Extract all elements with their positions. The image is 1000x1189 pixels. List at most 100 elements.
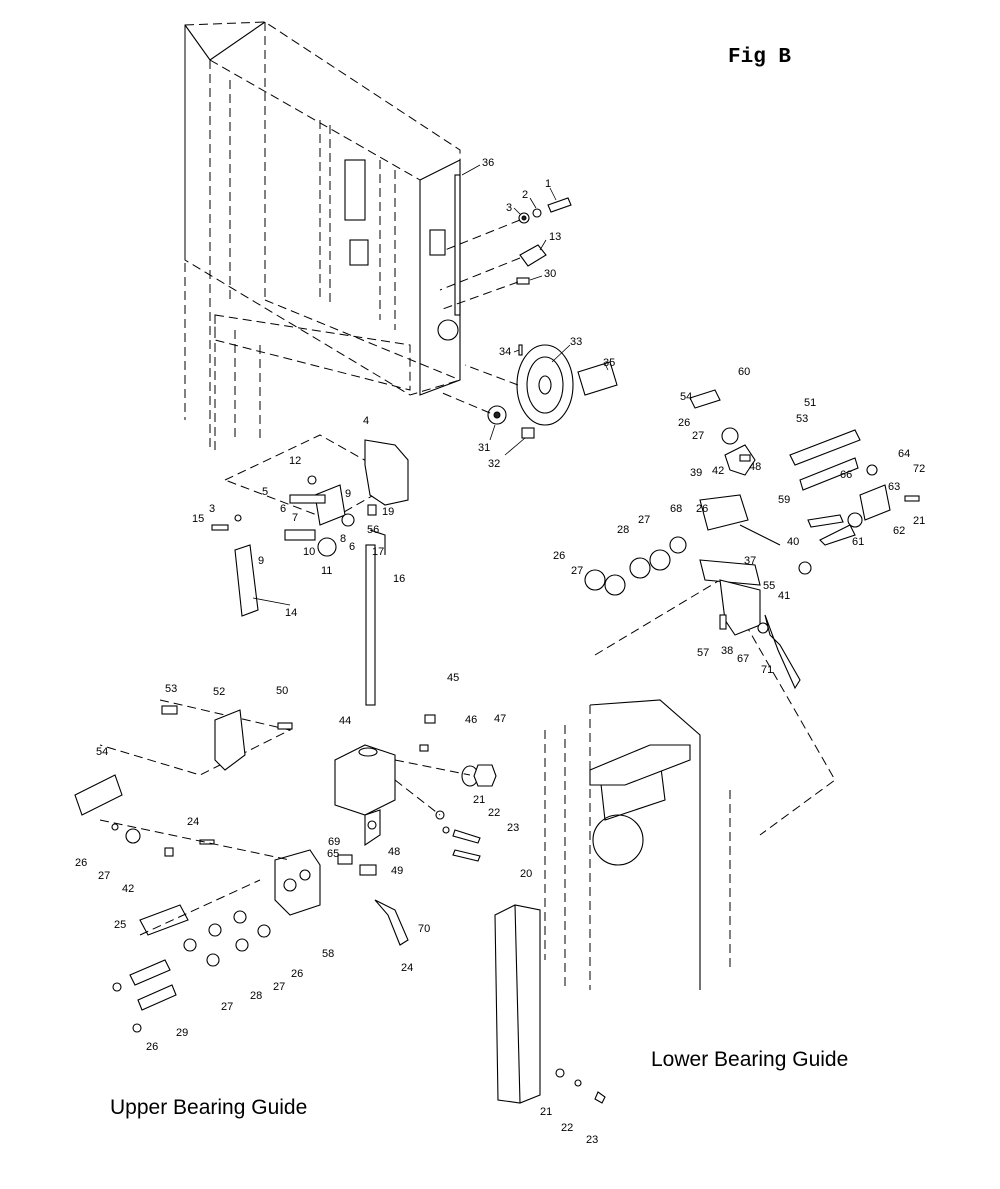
callout-20: 20 <box>520 868 532 880</box>
callout-8: 8 <box>340 533 346 545</box>
lower-bearing-guide <box>544 389 920 990</box>
callout-66: 66 <box>840 469 852 481</box>
callout-72: 72 <box>913 463 925 475</box>
callout-31: 31 <box>478 442 490 454</box>
callout-26a: 26 <box>75 857 87 869</box>
callout-49: 49 <box>391 865 403 877</box>
callout-27a: 27 <box>98 870 110 882</box>
callout-6b: 6 <box>349 541 355 553</box>
callout-40: 40 <box>787 536 799 548</box>
callout-9b: 9 <box>258 555 264 567</box>
caption-lower-bearing-guide: Lower Bearing Guide <box>651 1048 849 1071</box>
leader-36 <box>461 164 481 176</box>
callout-26c: 26 <box>146 1041 158 1053</box>
callout-27b: 27 <box>273 981 285 993</box>
callout-39: 39 <box>690 467 702 479</box>
callout-37: 37 <box>744 555 756 567</box>
callout-48b: 48 <box>749 461 761 473</box>
callout-67: 67 <box>737 653 749 665</box>
callout-21: 21 <box>473 794 485 806</box>
callout-13: 13 <box>549 231 561 243</box>
caption-upper-bearing-guide: Upper Bearing Guide <box>110 1096 308 1119</box>
callout-labels: 1 2 3 36 13 30 34 33 35 31 32 4 12 5 6 9… <box>75 157 925 1146</box>
callout-47: 47 <box>494 713 506 725</box>
callout-24: 24 <box>187 816 199 828</box>
callout-27c: 27 <box>221 1001 233 1013</box>
callout-23: 23 <box>507 822 519 834</box>
callout-1: 1 <box>545 178 551 190</box>
guide-post-block <box>334 714 497 862</box>
callout-42b: 42 <box>712 465 724 477</box>
callout-6: 6 <box>280 503 286 515</box>
fastener-group-top <box>439 197 572 311</box>
callout-41: 41 <box>778 590 790 602</box>
callout-61: 61 <box>852 536 864 548</box>
figure-title: Fig B <box>728 46 792 69</box>
callout-60: 60 <box>738 366 750 378</box>
callout-28b: 28 <box>617 524 629 536</box>
callout-36: 36 <box>482 157 494 169</box>
callout-3: 3 <box>506 202 512 214</box>
callout-69: 69 <box>328 836 340 848</box>
callout-63: 63 <box>888 481 900 493</box>
callout-26b: 26 <box>291 968 303 980</box>
callout-70: 70 <box>418 923 430 935</box>
column-frame <box>184 21 461 450</box>
leader-lines <box>252 187 609 606</box>
callout-3b: 3 <box>209 503 215 515</box>
callout-59: 59 <box>778 494 790 506</box>
upper-bracket-assembly <box>211 434 409 706</box>
callout-23b: 23 <box>586 1134 598 1146</box>
callout-12: 12 <box>289 455 301 467</box>
callout-26f: 26 <box>553 550 565 562</box>
callout-14: 14 <box>285 607 297 619</box>
callout-34: 34 <box>499 346 511 358</box>
callout-22: 22 <box>488 807 500 819</box>
handwheel-assembly <box>439 344 618 439</box>
callout-62: 62 <box>893 525 905 537</box>
callout-21b: 21 <box>913 515 925 527</box>
callout-58: 58 <box>322 948 334 960</box>
callout-2: 2 <box>522 189 528 201</box>
callout-53: 53 <box>165 683 177 695</box>
callout-27d: 27 <box>692 430 704 442</box>
callout-17: 17 <box>372 546 384 558</box>
callout-42a: 42 <box>122 883 134 895</box>
callout-51: 51 <box>804 397 816 409</box>
callout-71: 71 <box>761 664 773 676</box>
callout-29: 29 <box>176 1027 188 1039</box>
callout-5: 5 <box>262 486 268 498</box>
callout-4: 4 <box>363 415 369 427</box>
callout-16: 16 <box>393 573 405 585</box>
callout-27f: 27 <box>571 565 583 577</box>
callout-26e: 26 <box>696 503 708 515</box>
callout-22b: 22 <box>561 1122 573 1134</box>
callout-64: 64 <box>898 448 910 460</box>
callout-54: 54 <box>96 746 108 758</box>
callout-54b: 54 <box>680 391 692 403</box>
callout-35: 35 <box>603 357 615 369</box>
callout-27e: 27 <box>638 514 650 526</box>
callout-52: 52 <box>213 686 225 698</box>
callout-33: 33 <box>570 336 582 348</box>
callout-28a: 28 <box>250 990 262 1002</box>
blade-guard <box>494 904 606 1104</box>
callout-48a: 48 <box>388 846 400 858</box>
callout-45: 45 <box>447 672 459 684</box>
callout-25: 25 <box>114 919 126 931</box>
callout-30: 30 <box>544 268 556 280</box>
callout-10: 10 <box>303 546 315 558</box>
callout-11: 11 <box>321 565 332 577</box>
callout-46: 46 <box>465 714 477 726</box>
callout-15: 15 <box>192 513 204 525</box>
upper-bearing-guide <box>74 699 409 1033</box>
callout-55: 55 <box>763 580 775 592</box>
callout-19: 19 <box>382 506 394 518</box>
callout-38: 38 <box>721 645 733 657</box>
callout-24b: 24 <box>401 962 413 974</box>
callout-65: 65 <box>327 848 339 860</box>
callout-56: 56 <box>367 524 379 536</box>
callout-9: 9 <box>345 488 351 500</box>
callout-21c: 21 <box>540 1106 552 1118</box>
